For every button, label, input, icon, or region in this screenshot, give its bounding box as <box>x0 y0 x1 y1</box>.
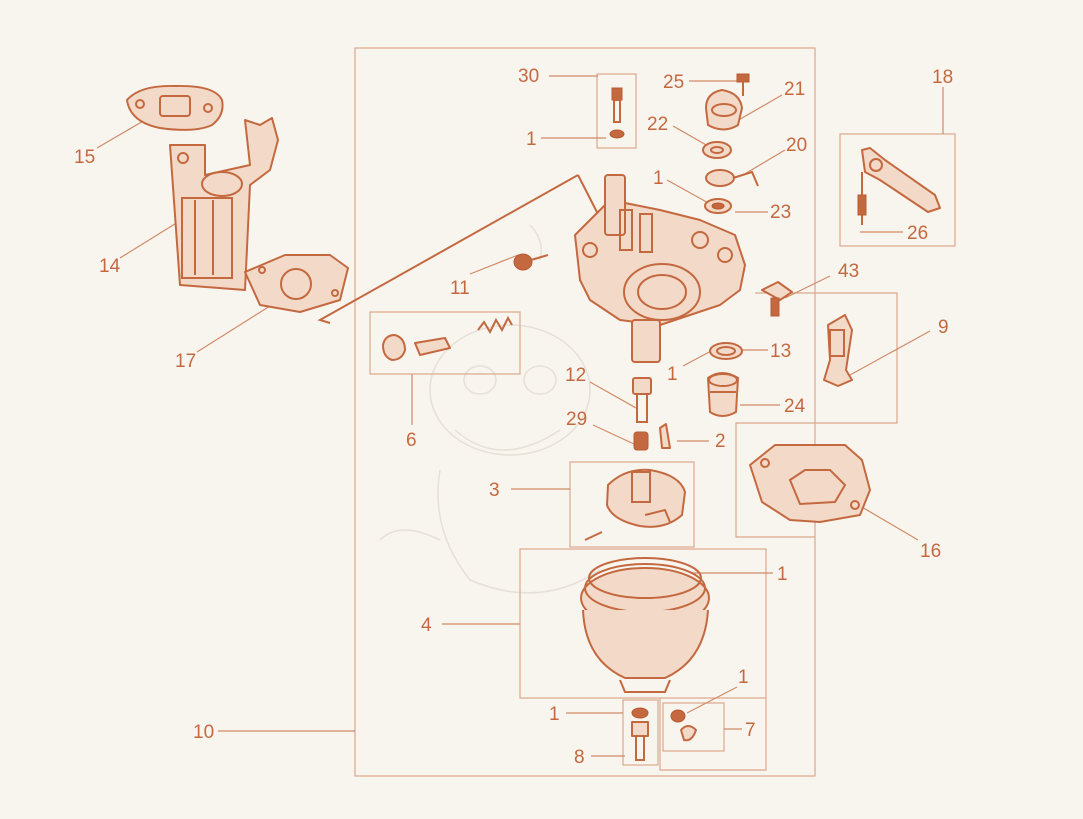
label-15: 15 <box>74 147 95 168</box>
label-4: 4 <box>421 615 432 636</box>
label-7: 7 <box>745 720 756 741</box>
label-14: 14 <box>99 256 121 277</box>
label-3: 3 <box>489 480 500 501</box>
jet-12 <box>632 377 652 423</box>
box-9-16 <box>735 292 898 538</box>
float-bowl-4 <box>580 557 710 693</box>
valve-43 <box>761 281 793 317</box>
label-17: 17 <box>175 351 196 372</box>
watermark-mascot <box>379 224 601 594</box>
label-1-13: 1 <box>667 364 678 385</box>
label-1-mid: 1 <box>653 168 664 189</box>
drain-screw-7 <box>670 709 697 742</box>
spring-29 <box>633 431 649 451</box>
lever-20 <box>705 169 759 187</box>
washer-23 <box>704 198 732 214</box>
gasket-15 <box>126 84 224 131</box>
screw-11 <box>513 253 549 271</box>
nut-22 <box>702 141 732 159</box>
label-11: 11 <box>450 278 470 299</box>
label-13: 13 <box>770 341 791 362</box>
nut-24 <box>707 372 739 417</box>
label-24: 24 <box>784 396 806 417</box>
box-30 <box>596 73 637 149</box>
label-8: 8 <box>574 747 585 768</box>
label-29: 29 <box>566 409 587 430</box>
label-25: 25 <box>663 72 684 93</box>
label-1-bolt: 1 <box>549 704 560 725</box>
float-3 <box>584 468 686 541</box>
gasket-16 <box>749 444 871 523</box>
screw-30 <box>609 87 625 139</box>
solenoid-9 <box>823 314 853 387</box>
assembly-frame-10 <box>354 47 816 777</box>
box-3 <box>569 461 695 548</box>
label-22: 22 <box>647 114 668 135</box>
label-10: 10 <box>193 722 214 743</box>
carburetor-body <box>574 174 746 363</box>
box-8 <box>622 699 659 766</box>
label-43: 43 <box>838 261 859 282</box>
label-20: 20 <box>786 135 807 156</box>
label-1-top: 1 <box>526 129 537 150</box>
label-23: 23 <box>770 202 791 223</box>
label-26: 26 <box>907 223 928 244</box>
callout-labels: 30 1 25 21 22 20 1 23 18 26 15 14 11 17 … <box>74 66 953 768</box>
box-6 <box>369 311 521 375</box>
box-lower <box>659 698 767 771</box>
label-21: 21 <box>784 79 805 100</box>
air-filter-bracket-14 <box>169 117 279 291</box>
box-18 <box>839 133 956 247</box>
label-16: 16 <box>920 541 941 562</box>
label-1-bowl: 1 <box>777 564 788 585</box>
label-12: 12 <box>565 365 586 386</box>
cap-21 <box>705 89 743 131</box>
choke-lever-18 <box>857 147 941 225</box>
idle-screw-6 <box>382 315 513 361</box>
ring-13 <box>709 342 743 360</box>
needle-2 <box>659 423 671 449</box>
label-1-drain: 1 <box>738 667 749 688</box>
gasket-17 <box>244 254 349 313</box>
label-6: 6 <box>406 430 417 451</box>
bolt-8 <box>631 707 649 761</box>
label-18: 18 <box>932 67 953 88</box>
label-2: 2 <box>715 431 726 452</box>
screw-25 <box>736 73 750 96</box>
label-9: 9 <box>938 317 949 338</box>
label-30: 30 <box>518 66 539 87</box>
box-7 <box>662 702 725 752</box>
